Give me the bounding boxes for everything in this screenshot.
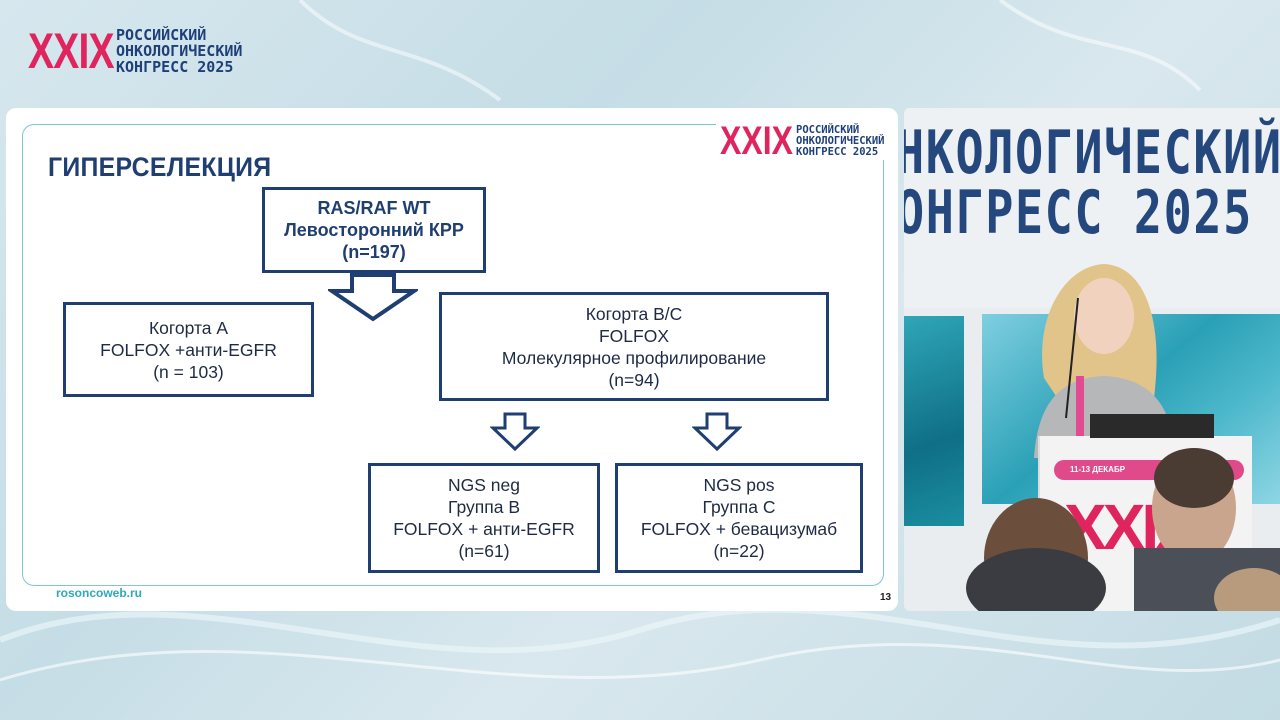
box-ras-raf-wt-line-1: RAS/RAF WT: [317, 198, 431, 218]
box-group-c: NGS pos Группа С FOLFOX + бевацизумаб (n…: [615, 463, 863, 573]
slide-logo: XXIX РОССИЙСКИЙ ОНКОЛОГИЧЕСКИЙ КОНГРЕСС …: [716, 119, 889, 163]
box-group-c-line-4: (n=22): [713, 541, 765, 561]
box-group-c-line-2: Группа С: [702, 497, 776, 517]
box-cohort-bc-line-1: Когорта В/С: [585, 303, 683, 324]
box-group-b: NGS neg Группа В FOLFOX + анти-EGFR (n=6…: [368, 463, 600, 573]
box-ras-raf-wt: RAS/RAF WT Левосторонний КРР (n=197): [262, 187, 486, 273]
box-ras-raf-wt-line-3: (n=197): [342, 242, 406, 262]
logo-line-2: ОНКОЛОГИЧЕСКИЙ: [116, 42, 243, 60]
box-cohort-bc-line-3: Молекулярное профилирование: [501, 347, 767, 368]
presentation-slide: XXIX РОССИЙСКИЙ ОНКОЛОГИЧЕСКИЙ КОНГРЕСС …: [6, 108, 898, 611]
speaker-camera-feed: НКОЛОГИЧЕСКИЙ ОНГРЕСС 2025 11-13 ДЕКАБР …: [904, 108, 1280, 611]
podium-date-text: 11-13 ДЕКАБР: [1070, 465, 1126, 474]
arrow-down-group-c: [692, 412, 742, 452]
slide-logo-line-3: КОНГРЕСС 2025: [796, 145, 879, 158]
box-group-b-line-3: FOLFOX + анти-EGFR: [393, 519, 575, 539]
box-group-b-line-4: (n=61): [458, 541, 510, 561]
box-group-b-line-1: NGS neg: [448, 475, 520, 495]
box-cohort-bc-line-4: (n=94): [608, 369, 660, 390]
logo-line-3: КОНГРЕСС 2025: [116, 58, 234, 76]
box-cohort-a-line-3: (n = 103): [153, 361, 224, 382]
box-cohort-a-line-2: FOLFOX +анти-EGFR: [100, 339, 277, 360]
logo-roman-numeral: XXIX: [28, 23, 115, 79]
congress-logo: XXIX РОССИЙСКИЙ ОНКОЛОГИЧЕСКИЙ КОНГРЕСС …: [28, 26, 242, 76]
box-cohort-bc-line-2: FOLFOX: [598, 325, 669, 346]
box-cohort-a: Когорта А FOLFOX +анти-EGFR (n = 103): [63, 302, 314, 397]
box-group-c-line-3: FOLFOX + бевацизумаб: [640, 519, 838, 539]
logo-words: РОССИЙСКИЙ ОНКОЛОГИЧЕСКИЙ КОНГРЕСС 2025: [116, 27, 242, 75]
box-group-b-line-2: Группа В: [448, 497, 520, 517]
slide-logo-line-2: ОНКОЛОГИЧЕСКИЙ: [796, 134, 885, 147]
slide-title: ГИПЕРСЕЛЕКЦИЯ: [48, 152, 272, 182]
footer-url: rosoncoweb.ru: [52, 586, 147, 600]
laptop: [1090, 414, 1214, 438]
slide-logo-line-1: РОССИЙСКИЙ: [796, 123, 860, 136]
camera-banner-line-2: ОНГРЕСС 2025: [904, 178, 1253, 248]
audience-heads: [966, 448, 1280, 611]
arrow-down-group-b: [490, 412, 540, 452]
page-number: 13: [880, 592, 892, 603]
camera-banner-line-1: НКОЛОГИЧЕСКИЙ: [904, 118, 1280, 188]
arrow-down-main: [328, 273, 418, 322]
box-cohort-a-line-1: Когорта А: [148, 317, 229, 338]
logo-line-1: РОССИЙСКИЙ: [116, 26, 207, 44]
box-cohort-bc: Когорта В/С FOLFOX Молекулярное профилир…: [439, 292, 829, 401]
camera-side-screen: [904, 316, 964, 526]
slide-logo-words: РОССИЙСКИЙ ОНКОЛОГИЧЕСКИЙ КОНГРЕСС 2025: [796, 123, 885, 158]
box-ras-raf-wt-line-2: Левосторонний КРР: [284, 220, 464, 240]
slide-logo-roman: XXIX: [720, 119, 793, 163]
box-group-c-line-1: NGS pos: [703, 475, 775, 495]
slide-frame: [22, 124, 884, 586]
camera-banner: НКОЛОГИЧЕСКИЙ ОНГРЕСС 2025: [904, 108, 1280, 308]
